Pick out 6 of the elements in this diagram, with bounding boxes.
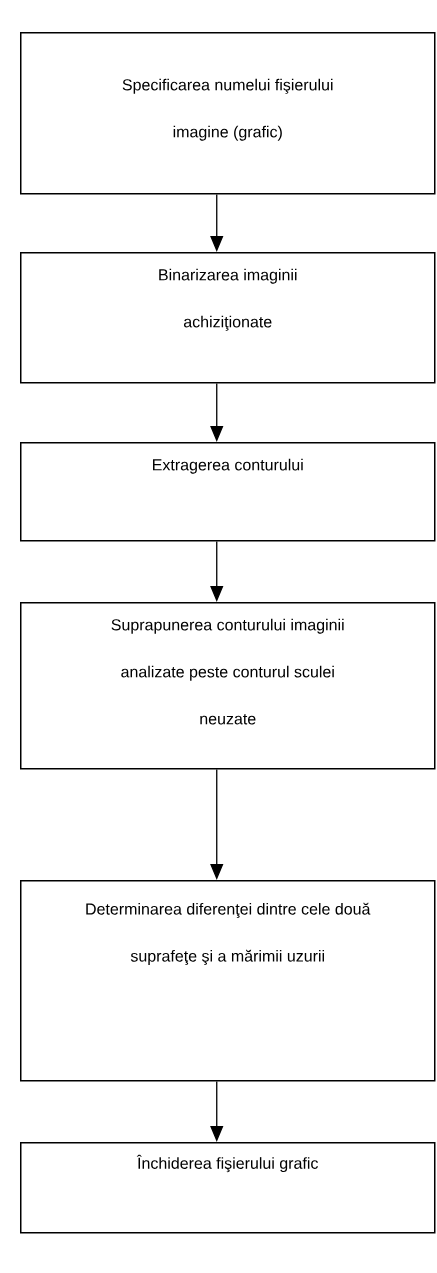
process-box: Determinarea diferenţei dintre cele două suprafeţe şi a mărimii uzurii bbox=[20, 880, 436, 1082]
process-box: Specificarea numelui fişierului imagine (grafic) bbox=[20, 32, 436, 195]
process-box: Închiderea fişierului grafic bbox=[20, 1142, 436, 1234]
process-box: Extragerea conturului bbox=[20, 442, 436, 542]
process-box: Binarizarea imaginii achiziţionate bbox=[20, 252, 436, 384]
process-box: Suprapunerea conturului imaginii analizate peste conturul sculei neuzate bbox=[20, 602, 436, 770]
